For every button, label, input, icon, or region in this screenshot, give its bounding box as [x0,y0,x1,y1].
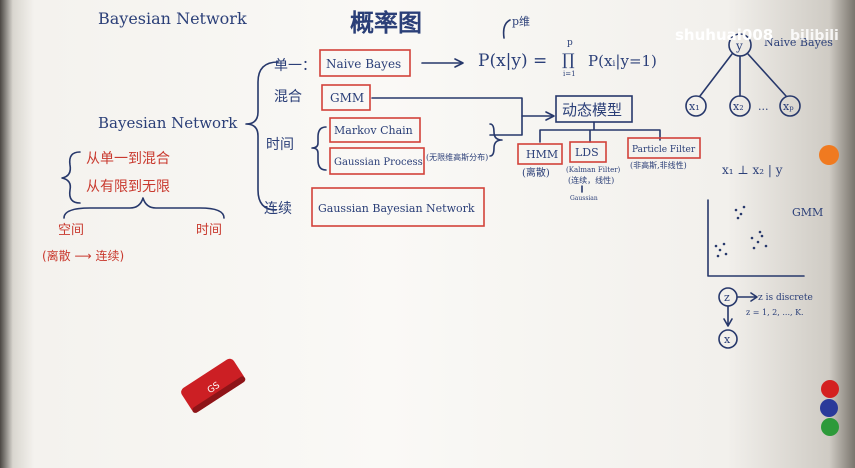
node-x2-label: x₂ [733,100,744,113]
formula-lhs: P(x|y) = [478,51,547,71]
markov-chain-box [329,117,421,143]
node-x [718,329,738,349]
pf-note: (非高斯,非线性) [630,160,687,170]
prod-symbol: ∏ [562,50,575,69]
gmm-box [321,84,371,111]
gmm-plot-label: GMM [792,206,823,219]
edges-y-to-x [699,53,787,97]
z-values-note: z = 1, 2, ..., K. [746,308,804,317]
gaussian-process-box [329,147,425,175]
header-main-title: 概率图 [350,8,422,37]
gaussian-bn-label: Gaussian Bayesian Network [318,202,475,215]
naive-bayes-graph-title: Naive Bayes [764,36,833,49]
gmm-axes [707,199,805,277]
time-connector [489,123,503,157]
node-x2 [729,95,751,117]
header-left-title: Bayesian Network [98,9,247,28]
node-x-label: x [724,333,731,346]
prod-top: p [567,38,573,48]
lds-note-3: Gaussian [570,195,598,202]
particle-filter-label: Particle Filter [632,145,696,155]
lds-note-2: (连续，线性) [568,175,614,185]
gaussian-process-label: Gaussian Process [334,157,423,168]
gaussian-bn-box [311,187,485,227]
dynamic-branches [539,121,661,143]
dynamic-arrow-head [545,111,555,121]
naive-bayes-label: Naive Bayes [326,57,401,71]
node-xp [779,95,801,117]
prod-bottom: i=1 [563,70,576,78]
branch-mixed: 混合 [274,89,302,105]
blue-magnet [820,399,838,417]
gmm-cluster-points [714,205,768,258]
node-dots: ... [758,100,769,113]
node-xp-label: xₚ [783,100,794,113]
hmm-label: HMM [526,148,558,161]
naive-arrow-head [454,58,464,68]
main-brace [245,61,279,211]
node-y-label: y [735,39,743,53]
edge-z-to-x [723,305,733,327]
left-bayesian-network: Bayesian Network [98,114,238,132]
time-label: 时间 [196,223,222,238]
green-magnet [821,418,839,436]
left-point-2: 从有限到无限 [86,179,170,195]
independence-statement: x₁ ⊥ x₂ | y [722,163,783,177]
p-dim-pointer [502,19,511,39]
lds-label: LDS [575,146,599,159]
eraser: GS [181,358,246,413]
particle-filter-box [627,137,701,159]
formula-rhs: P(xᵢ|y=1) [588,52,657,70]
p-dim-label: p维 [512,15,530,28]
time-brace [311,126,327,171]
orange-magnet [819,145,839,165]
z-discrete-note: z is discrete [758,293,813,303]
hmm-box [517,143,563,165]
left-point-1: 从单一到混合 [86,151,170,167]
space-time-note: (离散 ⟶ 连续) [42,248,124,263]
markov-chain-label: Markov Chain [334,124,413,137]
gp-note: (无限维高斯分布) [426,152,488,162]
node-z-label: z [724,291,730,304]
gmm-label: GMM [330,91,364,105]
naive-bayes-box [319,49,411,77]
dynamic-model-label: 动态模型 [562,101,622,119]
branch-continuous: 连续 [264,200,292,217]
red-magnet [821,380,839,398]
node-x1 [685,95,707,117]
bottom-brace [63,197,225,219]
hmm-note: (离散) [522,166,550,179]
left-brace [61,151,81,204]
lds-box [569,141,607,163]
branch-single: 单一： [274,58,316,74]
watermark-text: shuhuai008 [675,26,773,44]
z-note-arrow [737,292,758,302]
bilibili-logo: bilibili [790,28,839,44]
branch-time: 时间 [266,137,294,153]
lds-note-1: (Kalman Filter) [566,166,621,174]
node-x1-label: x₁ [689,100,700,113]
space-label: 空间 [58,223,84,238]
